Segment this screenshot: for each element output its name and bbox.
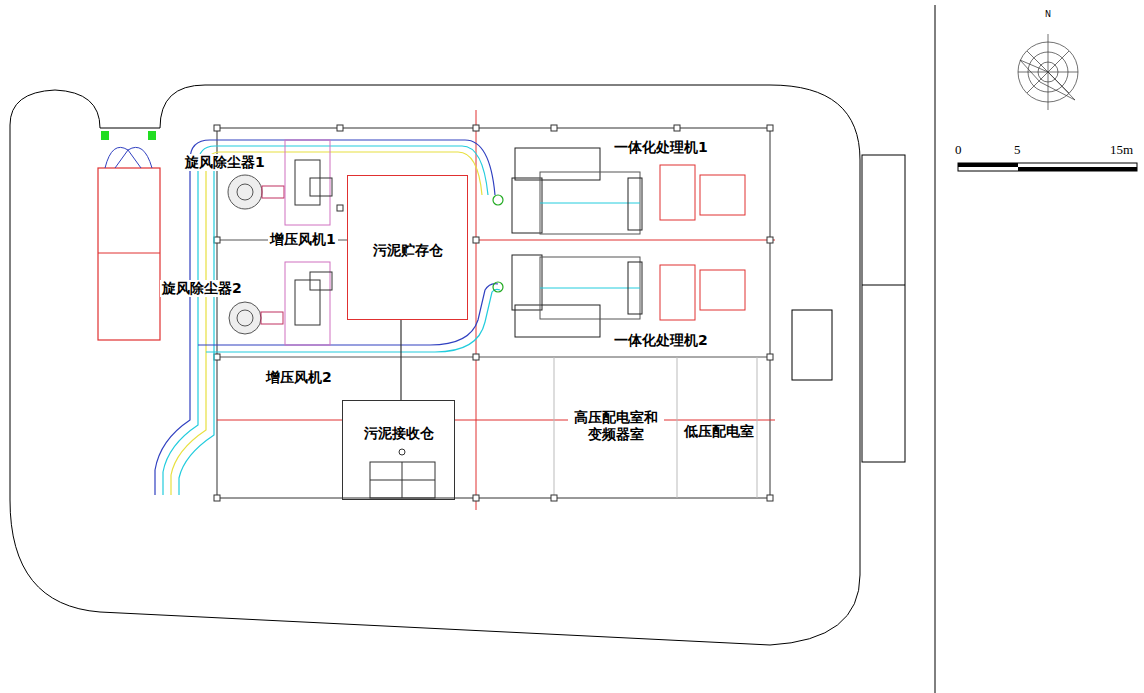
equipment-label: 增压风机1: [268, 231, 338, 248]
node-text: 低压配电室: [682, 423, 756, 440]
receiving-bin: 污泥接收仓: [342, 400, 455, 500]
north-mark: N: [1043, 10, 1053, 20]
scale-number: 5: [1012, 142, 1023, 158]
main-building: [217, 110, 775, 510]
equipment-label: 增压风机2: [264, 369, 334, 386]
cyclone-separators: [228, 175, 284, 334]
pipe-connector: [400, 320, 401, 400]
room: 低压配电室: [677, 357, 761, 498]
equipment-label: 一体化处理机1: [612, 139, 710, 156]
equipment-label: 旋风除尘器1: [183, 154, 267, 171]
scale-bar: [958, 163, 1137, 171]
integrated-processors: [512, 148, 745, 337]
pipe-runs: [155, 140, 503, 495]
room: 高压配电室和变频器室: [554, 357, 677, 498]
scale-number: 15m: [1108, 142, 1135, 158]
equipment-label: 一体化处理机2: [612, 332, 710, 349]
frame-divider: [935, 5, 936, 693]
node-text: 污泥贮存仓: [371, 242, 445, 259]
node-text: 污泥接收仓: [362, 425, 436, 442]
north-rose: [1018, 34, 1078, 110]
node-text: 高压配电室和变频器室: [568, 409, 664, 443]
site-boundary: [10, 85, 860, 645]
outside-buildings: [792, 155, 905, 462]
receiving-bin-detail: [370, 449, 435, 498]
scale-number: 0: [953, 142, 964, 158]
equipment-label: 旋风除尘器2: [160, 280, 244, 297]
gate-house: [98, 131, 160, 340]
storage-bin: 污泥贮存仓: [347, 175, 468, 320]
